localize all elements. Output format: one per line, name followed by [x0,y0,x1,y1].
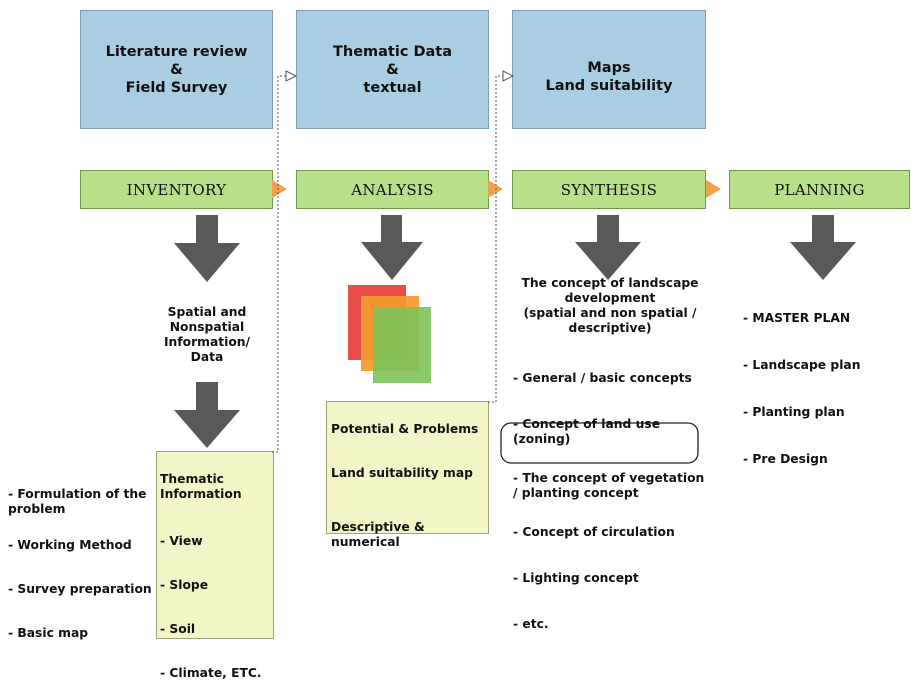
down-arrow-synthesis [575,215,641,280]
connector-triangle-3 [706,180,721,198]
synthesis-list: - General / basic concepts - Concept of … [513,356,708,647]
diagram-canvas: { "top_boxes": { "literature": "Literatu… [8,10,910,680]
planning-item: - Pre Design [743,452,828,466]
thematic-item: - Soil [160,622,196,636]
maps-label: Maps Land suitability [545,60,673,94]
down-arrow-inventory-2 [174,382,240,448]
down-arrow-analysis [361,215,423,280]
synthesis-item: - etc. [513,617,549,631]
synthesis-item: - Concept of circulation [513,525,675,539]
thematic-heading: Thematic Information [160,472,242,501]
literature-review-label: Literature review & Field Survey [105,43,248,96]
dotted-connector-1-head [285,70,298,82]
stage-analysis: ANALYSIS [296,170,489,209]
synthesis-item: - General / basic concepts [513,371,692,385]
thematic-data-box: Thematic Data & textual [296,10,489,129]
stage-analysis-label: ANALYSIS [351,180,434,199]
dotted-connector-2 [488,75,508,403]
stage-planning: PLANNING [729,170,910,209]
literature-review-box: Literature review & Field Survey [80,10,273,129]
down-arrow-inventory [174,215,240,282]
synthesis-item: - Concept of land use (zoning) [513,417,661,446]
planning-item: - MASTER PLAN [743,311,851,325]
left-list-item: - Basic map [8,626,89,640]
analysis-output-box [326,401,489,534]
thematic-item: - Slope [160,578,209,592]
stage-synthesis: SYNTHESIS [512,170,706,209]
thematic-info-text: Thematic Information - View - Slope - So… [160,457,270,696]
inventory-left-list: - Formulation of the problem - Working M… [8,472,158,656]
planning-item: - Landscape plan [743,358,861,372]
analysis-output-text: Potential & Problems Land suitability ma… [331,407,486,565]
thematic-info-box [156,451,274,639]
down-arrow-planning [790,215,856,280]
thematic-data-label: Thematic Data & textual [332,43,453,96]
maps-box: Maps Land suitability [512,10,706,129]
synthesis-item: - Lighting concept [513,571,639,585]
left-list-item: - Survey preparation [8,582,152,596]
connector-triangle-1 [272,180,287,198]
stage-planning-label: PLANNING [774,180,865,199]
spatial-info-text: Spatial and Nonspatial Information/ Data [163,305,251,364]
left-list-item: - Working Method [8,538,132,552]
left-list-item: - Formulation of the problem [8,487,147,516]
highlight-vegetation-frame [500,422,699,464]
dotted-connector-2-head [502,70,515,82]
synthesis-item: - The concept of vegetation / planting c… [513,471,705,500]
thematic-item: - Climate, ETC. [160,666,262,680]
analysis-item: Land suitability map [331,466,473,480]
diagram-graphics [174,70,856,464]
stage-synthesis-label: SYNTHESIS [560,180,658,199]
stage-inventory: INVENTORY [80,170,273,209]
dotted-connector-1 [272,75,292,453]
stage-inventory-label: INVENTORY [126,180,227,199]
analysis-item: Descriptive & numerical [331,520,425,549]
planning-item: - Planting plan [743,405,845,419]
thematic-item: - View [160,534,203,548]
analysis-item: Potential & Problems [331,422,479,436]
layer-green-square [373,307,431,383]
synthesis-heading: The concept of landscape development (sp… [521,276,699,335]
planning-list: - MASTER PLAN - Landscape plan - Plantin… [743,296,903,482]
